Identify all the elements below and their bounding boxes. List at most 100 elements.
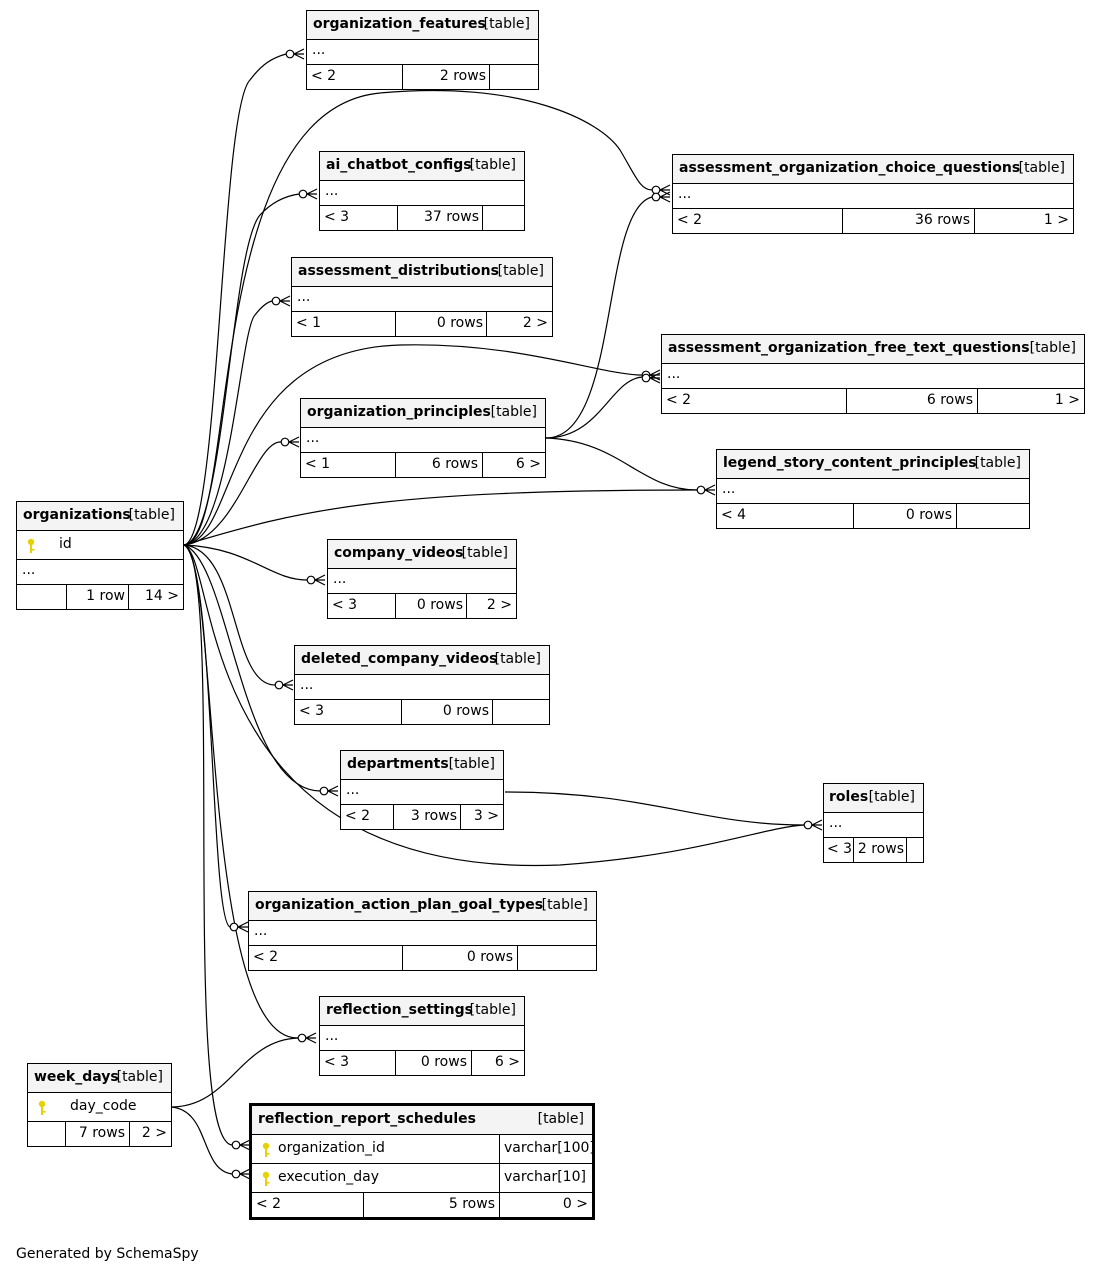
table-name[interactable]: reflection_report_schedules [258,1111,476,1127]
primary-key-icon [262,1142,270,1157]
row-count: 6 rows [395,453,482,477]
table-name[interactable]: company_videos [334,545,464,561]
primary-key-icon [27,538,35,553]
table-assessment-organization-free-text-questions[interactable]: assessment_organization_free_text_questi… [661,334,1085,414]
more-columns: ... [306,430,320,446]
children-count[interactable] [489,65,538,89]
children-count[interactable]: 14 > [128,585,183,609]
parents-count[interactable]: < 2 [256,1196,282,1212]
table-name[interactable]: departments [347,756,449,772]
children-count[interactable]: 6 > [471,1051,524,1075]
crows-foot-marker [704,484,716,496]
children-count[interactable]: 3 > [460,805,503,829]
more-columns: ... [333,571,347,587]
table-organization-action-plan-goal-types[interactable]: organization_action_plan_goal_types[tabl… [248,891,597,971]
parents-count[interactable]: < 3 [332,597,358,613]
children-count[interactable] [956,504,1029,528]
column-id[interactable]: id [59,536,72,552]
parents-count[interactable]: < 1 [296,315,322,331]
table-name[interactable]: legend_story_content_principles [723,455,977,471]
table-name[interactable]: assessment_organization_free_text_questi… [668,340,1030,356]
children-count[interactable]: 6 > [482,453,545,477]
edge-organizations-organization-features [183,53,287,546]
children-count[interactable]: 2 > [466,594,516,618]
edge-organizations-ai-chatbot-configs [183,193,300,546]
more-columns: ... [325,1028,339,1044]
table-name[interactable]: reflection_settings [326,1002,473,1018]
table-name[interactable]: assessment_distributions [298,263,499,279]
parents-count[interactable]: < 2 [677,212,703,228]
table-legend-story-content-principles[interactable]: legend_story_content_principles[table] .… [716,449,1030,529]
children-count[interactable] [482,206,524,230]
relationship-endpoint [274,680,284,690]
crows-foot-marker [282,679,294,691]
children-count[interactable]: 2 > [129,1122,171,1146]
relationship-endpoint [297,1033,307,1043]
table-type: [table] [537,1111,584,1127]
crows-foot-marker [237,921,249,933]
parents-count[interactable] [28,1122,32,1146]
table-assessment-organization-choice-questions[interactable]: assessment_organization_choice_questions… [672,154,1074,234]
table-name[interactable]: ai_chatbot_configs [326,157,472,173]
relationship-endpoint [803,820,813,830]
parents-count[interactable]: < 3 [324,209,350,225]
column-execution-day[interactable]: execution_day [278,1169,379,1185]
table-reflection-report-schedules[interactable]: reflection_report_schedules [table] organ… [249,1103,595,1220]
children-count[interactable] [492,700,549,724]
crows-foot-marker [649,372,661,384]
children-count[interactable]: 1 > [974,209,1073,233]
edge-organizations-company-videos [183,544,308,581]
parents-count[interactable] [17,585,21,609]
edge-organizations-legend-story-content-principles [183,489,698,546]
parents-count[interactable]: < 4 [721,507,747,523]
parents-count[interactable]: < 3 [324,1054,350,1070]
row-count: 2 rows [853,838,907,862]
parents-count[interactable]: < 2 [311,68,337,84]
crows-foot-marker [659,191,671,203]
parents-count[interactable]: < 3 [827,841,853,857]
primary-key-icon [38,1100,46,1115]
parents-count[interactable]: < 2 [666,392,692,408]
children-count[interactable]: 0 > [499,1193,592,1217]
column-day-code[interactable]: day_code [70,1098,137,1114]
children-count[interactable]: 1 > [977,389,1084,413]
table-name[interactable]: organization_features [313,16,486,32]
table-name[interactable]: deleted_company_videos [301,651,498,667]
table-name[interactable]: assessment_organization_choice_questions [679,160,1021,176]
table-type: [table] [974,455,1021,471]
relationship-endpoint [231,1169,241,1179]
table-type: [table] [469,1002,516,1018]
children-count[interactable] [517,946,596,970]
table-name[interactable]: organization_principles [307,404,491,420]
parents-count[interactable]: < 1 [305,456,331,472]
table-type: [table] [868,789,915,805]
table-type: [table] [469,157,516,173]
children-count[interactable]: 2 > [486,312,552,336]
parents-count[interactable]: < 2 [345,808,371,824]
column-organization-id[interactable]: organization_id [278,1140,385,1156]
table-name[interactable]: week_days [34,1069,119,1085]
table-name[interactable]: organizations [23,507,131,523]
table-name[interactable]: roles [829,789,869,805]
table-type: [table] [497,263,544,279]
crows-foot-marker [288,436,300,448]
parents-count[interactable]: < 3 [299,703,325,719]
parents-count[interactable]: < 2 [253,949,279,965]
crows-foot-marker [327,785,339,797]
table-type: [table] [1018,160,1065,176]
children-count[interactable] [906,838,923,862]
table-name[interactable]: organization_action_plan_goal_types [255,897,544,913]
relationship-endpoint [229,922,239,932]
more-columns: ... [312,42,326,58]
